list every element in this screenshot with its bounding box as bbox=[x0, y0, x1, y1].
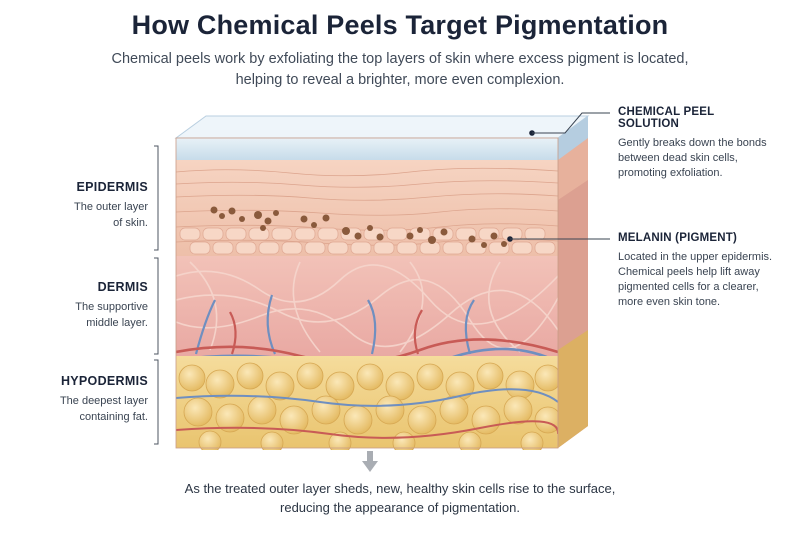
melanin-callout-heading: MELANIN (PIGMENT) bbox=[618, 232, 738, 244]
dermis-label: DERMIS The supportive middle layer. bbox=[8, 280, 148, 331]
melanin-clusters bbox=[210, 206, 507, 248]
layer-brackets bbox=[154, 145, 159, 445]
page-title: How Chemical Peels Target Pigmentation bbox=[131, 10, 669, 40]
dermis-heading: DERMIS bbox=[97, 280, 148, 294]
page-subtitle: Chemical peels work by exfoliating the t… bbox=[111, 51, 689, 88]
epidermis-label: EPIDERMIS The outer layer of skin. bbox=[8, 180, 148, 231]
peel-solution-layer bbox=[176, 138, 558, 160]
peel-callout-leader bbox=[529, 112, 610, 136]
melanin-callout: MELANIN (PIGMENT) Located in the upper e… bbox=[618, 232, 778, 310]
dermis-description: The supportive middle layer. bbox=[75, 301, 148, 329]
hypodermis-label: HYPODERMIS The deepest layer containing … bbox=[8, 374, 148, 425]
fat-cells bbox=[178, 362, 558, 450]
footer-caption: As the treated outer layer sheds, new, h… bbox=[184, 481, 616, 515]
melanin-callout-description: Located in the upper epidermis. Chemical… bbox=[618, 251, 773, 308]
down-arrow-icon bbox=[362, 451, 378, 472]
peel-callout-heading: CHEMICAL PEEL SOLUTION bbox=[618, 106, 715, 130]
epidermis-heading: EPIDERMIS bbox=[76, 180, 148, 194]
hypodermis-heading: HYPODERMIS bbox=[60, 374, 148, 388]
melanin-callout-leader bbox=[507, 236, 610, 242]
peel-solution-top bbox=[174, 115, 590, 139]
hypodermis-description: The deepest layer containing fat. bbox=[59, 395, 148, 423]
epidermis-description: The outer layer of skin. bbox=[74, 201, 148, 229]
peel-callout-description: Gently breaks down the bonds between dea… bbox=[618, 137, 767, 179]
peel-callout: CHEMICAL PEEL SOLUTION Gently breaks dow… bbox=[618, 106, 778, 181]
